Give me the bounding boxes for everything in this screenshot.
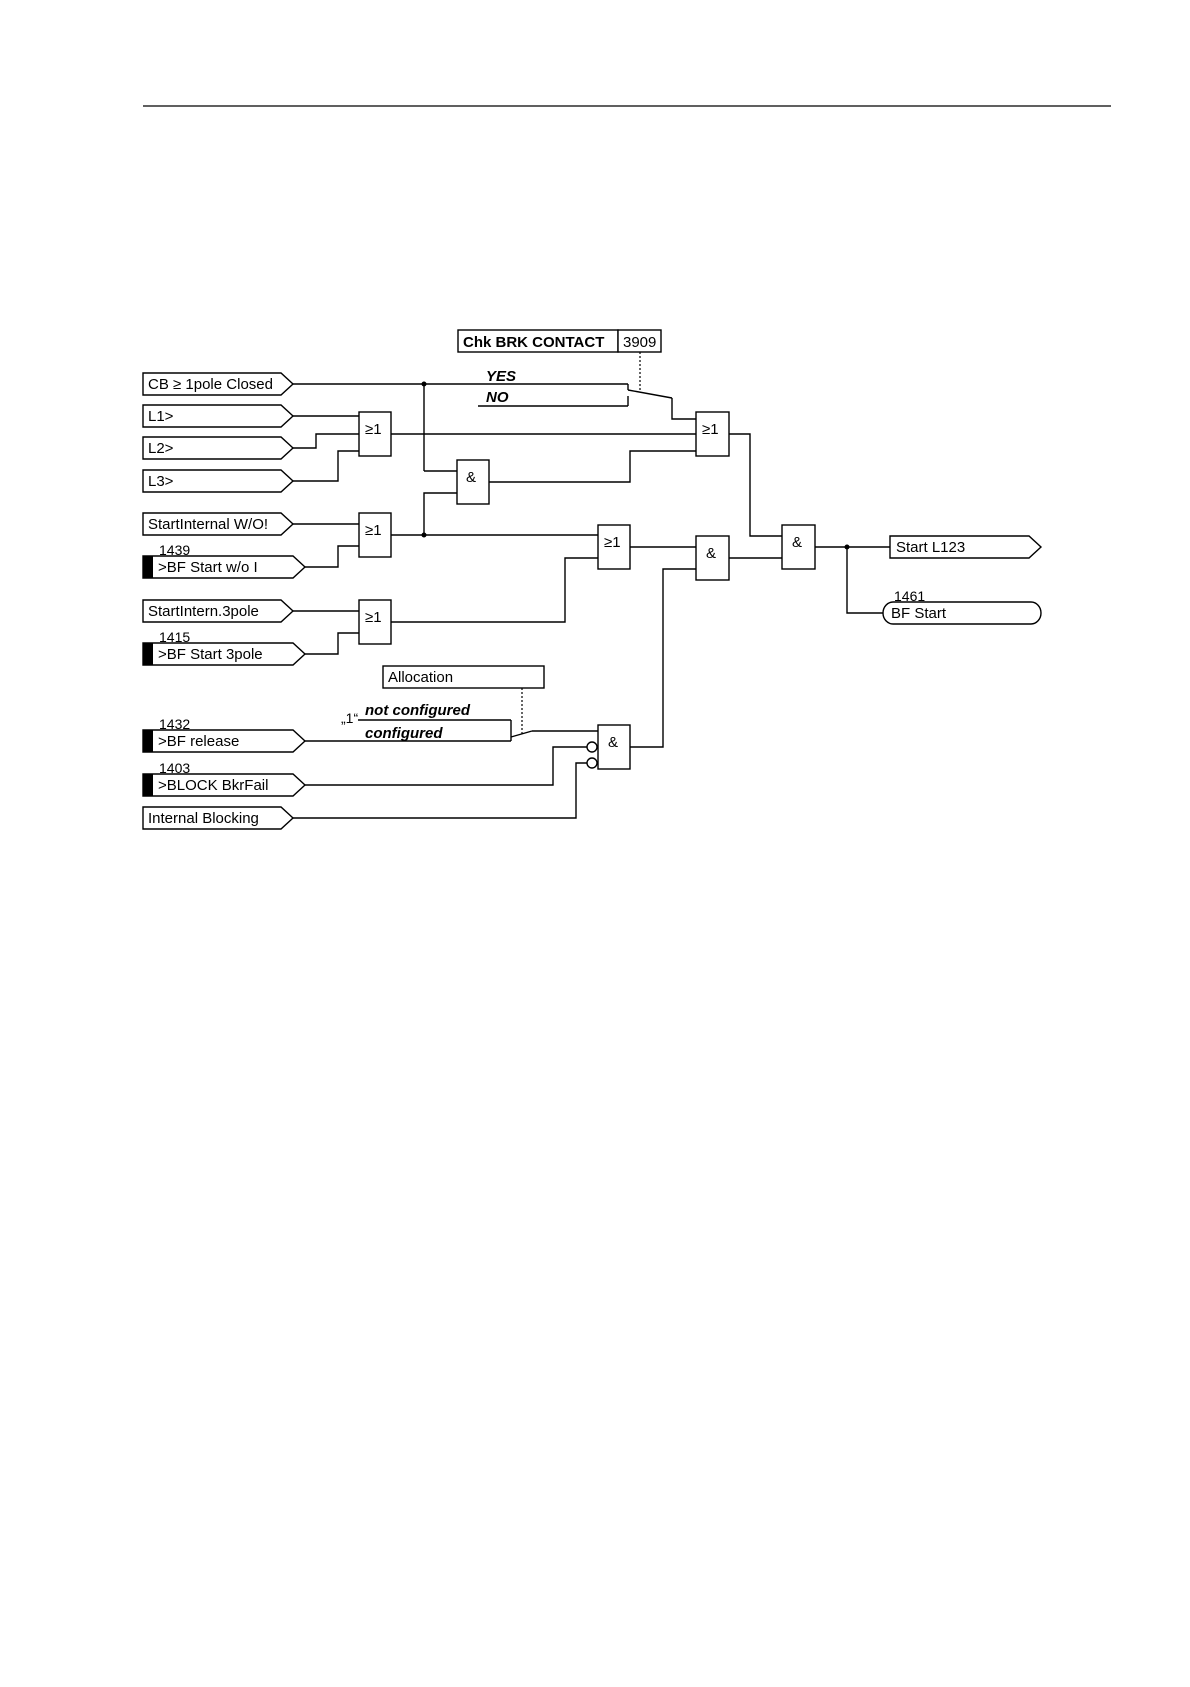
and-gate-output: & xyxy=(782,525,815,569)
input-bf-start-3pole-label: >BF Start 3pole xyxy=(158,646,263,663)
input-l3: L3> xyxy=(143,470,293,492)
param-allocation-label: Allocation xyxy=(388,669,453,686)
input-l2: L2> xyxy=(143,437,293,459)
input-l1: L1> xyxy=(143,405,293,427)
input-start-intern-3pole-label: StartIntern.3pole xyxy=(148,603,259,620)
and-gate-cb-symbol: & xyxy=(466,469,476,486)
input-start-internal-wo: StartInternal W/O! xyxy=(143,513,293,535)
and-gate-cb: & xyxy=(457,460,489,504)
input-l1-label: L1> xyxy=(148,408,174,425)
inverter-internal-blocking xyxy=(587,758,597,768)
input-bf-release: 1432 >BF release xyxy=(143,716,305,752)
input-block-bkrfail-label: >BLOCK BkrFail xyxy=(158,777,268,794)
or-gate-start: ≥1 xyxy=(598,525,630,569)
switch-yes-label: YES xyxy=(486,368,516,385)
and-gate-release-symbol: & xyxy=(706,545,716,562)
and-gate-block-symbol: & xyxy=(608,734,618,751)
or-gate-main: ≥1 xyxy=(696,412,729,456)
switch-no-label: NO xyxy=(486,389,509,406)
switch-configured: „1“ not configured configured xyxy=(305,702,532,742)
input-block-bkrfail: 1403 >BLOCK BkrFail xyxy=(143,760,305,796)
and-gate-output-symbol: & xyxy=(792,534,802,551)
or-gate-3pole: ≥1 xyxy=(359,600,391,644)
switch-not-configured-label: not configured xyxy=(365,702,471,719)
or-gate-l123: ≥1 xyxy=(359,412,391,456)
or-gate-start-wo-symbol: ≥1 xyxy=(365,522,382,539)
input-cb-closed: CB ≥ 1pole Closed xyxy=(143,373,293,395)
input-cb-closed-label: CB ≥ 1pole Closed xyxy=(148,376,273,393)
input-bf-release-label: >BF release xyxy=(158,733,239,750)
param-chk-brk-contact-label: Chk BRK CONTACT xyxy=(463,334,604,351)
input-bf-start-wo-i-label: >BF Start w/o I xyxy=(158,559,258,576)
inverter-block-bkrfail xyxy=(587,742,597,752)
input-bf-start-wo-i: 1439 >BF Start w/o I xyxy=(143,542,305,578)
input-start-internal-wo-label: StartInternal W/O! xyxy=(148,516,268,533)
and-gate-release: & xyxy=(696,536,729,580)
output-bf-start-label: BF Start xyxy=(891,605,947,622)
input-internal-blocking: Internal Blocking xyxy=(143,807,293,829)
input-l3-label: L3> xyxy=(148,473,174,490)
or-gate-start-wo: ≥1 xyxy=(359,513,391,557)
or-gate-l123-symbol: ≥1 xyxy=(365,421,382,438)
param-chk-brk-contact-number: 3909 xyxy=(623,334,656,351)
input-start-intern-3pole: StartIntern.3pole xyxy=(143,600,293,622)
output-start-l123: Start L123 xyxy=(890,536,1041,558)
or-gate-3pole-symbol: ≥1 xyxy=(365,609,382,626)
or-gate-start-symbol: ≥1 xyxy=(604,534,621,551)
input-internal-blocking-label: Internal Blocking xyxy=(148,810,259,827)
const-one-label: „1“ xyxy=(341,710,358,726)
output-start-l123-label: Start L123 xyxy=(896,539,965,556)
or-gate-main-symbol: ≥1 xyxy=(702,421,719,438)
output-bf-start: 1461 BF Start xyxy=(883,588,1041,624)
input-l2-label: L2> xyxy=(148,440,174,457)
switch-yes-no: YES NO xyxy=(478,368,672,406)
switch-configured-label: configured xyxy=(365,725,443,742)
input-bf-start-3pole: 1415 >BF Start 3pole xyxy=(143,629,305,665)
